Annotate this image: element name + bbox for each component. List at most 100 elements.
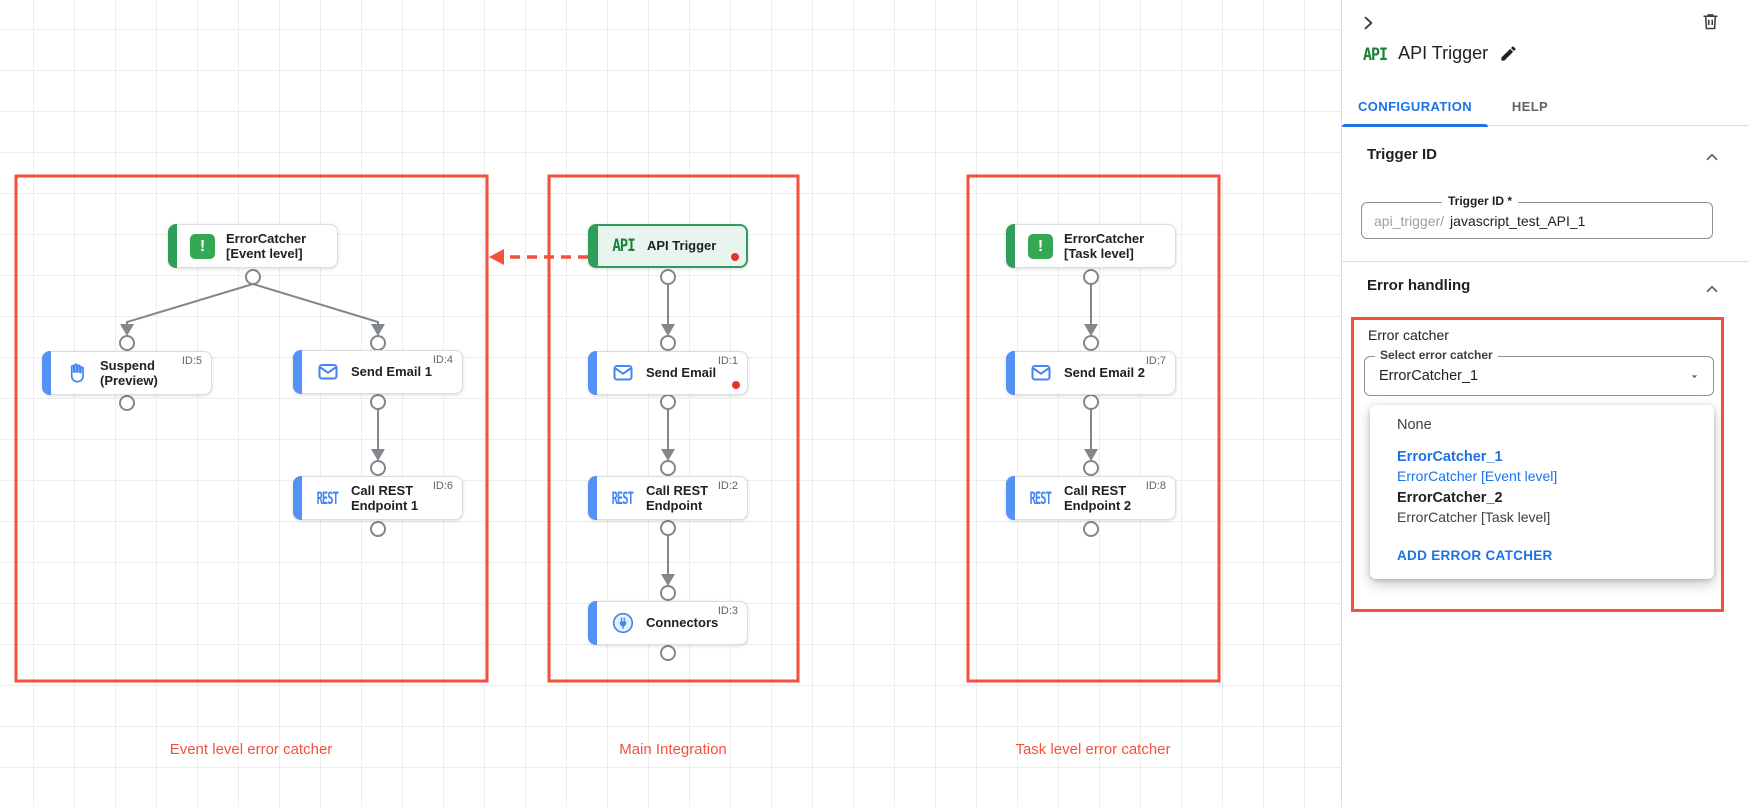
dropdown-option-errorcatcher-1[interactable]: ErrorCatcher_1 ErrorCatcher [Event level… xyxy=(1370,448,1714,486)
trigger-id-heading: Trigger ID xyxy=(1367,146,1438,163)
collapse-panel-button[interactable] xyxy=(1356,11,1380,35)
node-label: Call REST Endpoint 2 xyxy=(1064,482,1132,513)
error-catcher-select[interactable]: Select error catcher ErrorCatcher_1 xyxy=(1364,348,1714,396)
node-accent-bar xyxy=(1006,224,1015,268)
tab-help[interactable]: HELP xyxy=(1488,86,1572,126)
node-send-email-1[interactable]: Send Email 1 ID:4 xyxy=(293,350,463,394)
delete-trigger-button[interactable] xyxy=(1698,9,1723,34)
node-suspend[interactable]: Suspend (Preview) ID:5 xyxy=(42,351,212,395)
error-catcher-group-label: Error catcher xyxy=(1368,327,1449,343)
node-id-label: ID:4 xyxy=(432,354,453,366)
node-label: Call REST Endpoint 1 xyxy=(351,482,419,513)
error-catcher-link-arrow xyxy=(489,249,588,265)
group-caption-event-level: Event level error catcher xyxy=(169,741,333,758)
node-call-rest-endpoint[interactable]: REST Call REST Endpoint ID:2 xyxy=(588,476,748,520)
group-caption-main-integration: Main Integration xyxy=(619,741,727,758)
node-label: Send Email xyxy=(646,365,717,381)
node-send-email[interactable]: Send Email ID:1 xyxy=(588,351,748,395)
group-box-main-integration xyxy=(547,174,800,683)
node-label: Send Email 1 xyxy=(351,364,432,380)
edge-ec-event-to-send-email-1 xyxy=(252,283,379,326)
trigger-id-prefix: api_trigger/ xyxy=(1374,212,1445,229)
node-id-label: ID:8 xyxy=(1145,480,1166,492)
email-icon xyxy=(1027,361,1054,385)
tab-help-label: HELP xyxy=(1511,98,1549,114)
trigger-id-value: javascript_test_API_1 xyxy=(1450,212,1586,229)
node-connectors[interactable]: Connectors ID:3 xyxy=(588,601,748,645)
node-accent-bar xyxy=(588,601,597,645)
group-boxes xyxy=(14,174,1221,683)
dropdown-caret-icon xyxy=(1688,370,1701,383)
node-call-rest-endpoint-2[interactable]: REST Call REST Endpoint 2 ID:8 xyxy=(1006,476,1176,520)
api-trigger-icon: API xyxy=(1363,43,1388,64)
email-icon xyxy=(314,360,341,384)
tab-configuration-label: CONFIGURATION xyxy=(1357,98,1472,114)
select-error-catcher-value: ErrorCatcher_1 xyxy=(1379,368,1479,384)
panel-tabs: CONFIGURATION HELP xyxy=(1342,86,1749,127)
rest-icon: REST xyxy=(611,488,634,508)
node-id-label: ID:6 xyxy=(432,480,453,492)
collapse-error-handling-icon[interactable] xyxy=(1703,280,1721,298)
option-desc: ErrorCatcher [Task level] xyxy=(1397,509,1551,525)
node-accent-bar xyxy=(168,224,177,268)
node-accent-bar xyxy=(1006,476,1015,520)
edge-lines xyxy=(126,283,1092,575)
edge-arrowheads xyxy=(120,324,1098,586)
node-accent-bar xyxy=(293,350,302,394)
select-error-catcher-label: Select error catcher xyxy=(1375,348,1498,362)
node-label: Send Email 2 xyxy=(1064,365,1145,381)
edge-ec-event-to-suspend xyxy=(126,283,254,326)
section-divider xyxy=(1342,261,1749,262)
collapse-trigger-id-icon[interactable] xyxy=(1703,148,1721,166)
hand-icon xyxy=(63,362,90,385)
add-error-catcher-button[interactable]: ADD ERROR CATCHER xyxy=(1397,548,1553,563)
node-accent-bar xyxy=(588,351,597,395)
error-catcher-highlight-box: Error catcher Select error catcher Error… xyxy=(1351,317,1724,612)
node-error-catcher-task-level[interactable]: ErrorCatcher [Task level] xyxy=(1006,224,1176,268)
config-panel: API API Trigger CONFIGURATION HELP Trigg… xyxy=(1341,0,1749,807)
option-desc: ErrorCatcher [Event level] xyxy=(1397,468,1558,484)
workflow-canvas[interactable]: ErrorCatcher [Event level] Suspend (Prev… xyxy=(0,0,1341,807)
node-error-catcher-event-level[interactable]: ErrorCatcher [Event level] xyxy=(168,224,338,268)
dropdown-option-errorcatcher-2[interactable]: ErrorCatcher_2 ErrorCatcher [Task level] xyxy=(1370,489,1714,527)
error-dot xyxy=(731,253,739,261)
node-accent-bar xyxy=(589,225,598,267)
node-call-rest-endpoint-1[interactable]: REST Call REST Endpoint 1 ID:6 xyxy=(293,476,463,520)
node-label: Connectors xyxy=(646,615,719,631)
node-accent-bar xyxy=(42,351,51,395)
node-api-trigger[interactable]: API API Trigger xyxy=(588,224,748,268)
email-icon xyxy=(609,361,636,385)
rest-icon: REST xyxy=(1029,488,1052,508)
node-accent-bar xyxy=(293,476,302,520)
error-catcher-icon xyxy=(1027,233,1054,259)
edges-layer xyxy=(14,174,1221,683)
node-id-label: ID:2 xyxy=(717,480,738,492)
node-id-label: ID:7 xyxy=(1145,355,1166,367)
error-catcher-dropdown-menu: None ErrorCatcher_1 ErrorCatcher [Event … xyxy=(1370,405,1714,579)
dropdown-option-none[interactable]: None xyxy=(1397,417,1432,433)
panel-title-row: API API Trigger xyxy=(1363,43,1518,64)
error-catcher-icon xyxy=(189,233,216,259)
trigger-id-field[interactable]: Trigger ID * api_trigger/ javascript_tes… xyxy=(1361,194,1713,239)
rest-icon: REST xyxy=(316,488,339,508)
node-label: Suspend (Preview) xyxy=(100,357,158,388)
node-label: Call REST Endpoint xyxy=(646,482,709,513)
option-name: ErrorCatcher_2 xyxy=(1397,490,1503,506)
error-handling-heading: Error handling xyxy=(1367,277,1471,294)
group-box-task-level xyxy=(966,174,1221,683)
panel-title: API Trigger xyxy=(1398,43,1489,63)
node-id-label: ID:3 xyxy=(717,605,738,617)
group-box-event-level xyxy=(14,174,489,683)
trigger-id-field-label: Trigger ID * xyxy=(1442,194,1519,208)
node-label: ErrorCatcher [Event level] xyxy=(226,230,307,261)
node-send-email-2[interactable]: Send Email 2 ID:7 xyxy=(1006,351,1176,395)
edit-title-icon[interactable] xyxy=(1499,44,1518,63)
tab-configuration[interactable]: CONFIGURATION xyxy=(1342,86,1488,127)
node-accent-bar xyxy=(588,476,597,520)
connector-ports[interactable] xyxy=(119,269,1099,661)
error-dot xyxy=(732,381,740,389)
node-label: ErrorCatcher [Task level] xyxy=(1064,230,1145,261)
node-id-label: ID:1 xyxy=(717,355,738,367)
api-icon: API xyxy=(612,236,635,256)
